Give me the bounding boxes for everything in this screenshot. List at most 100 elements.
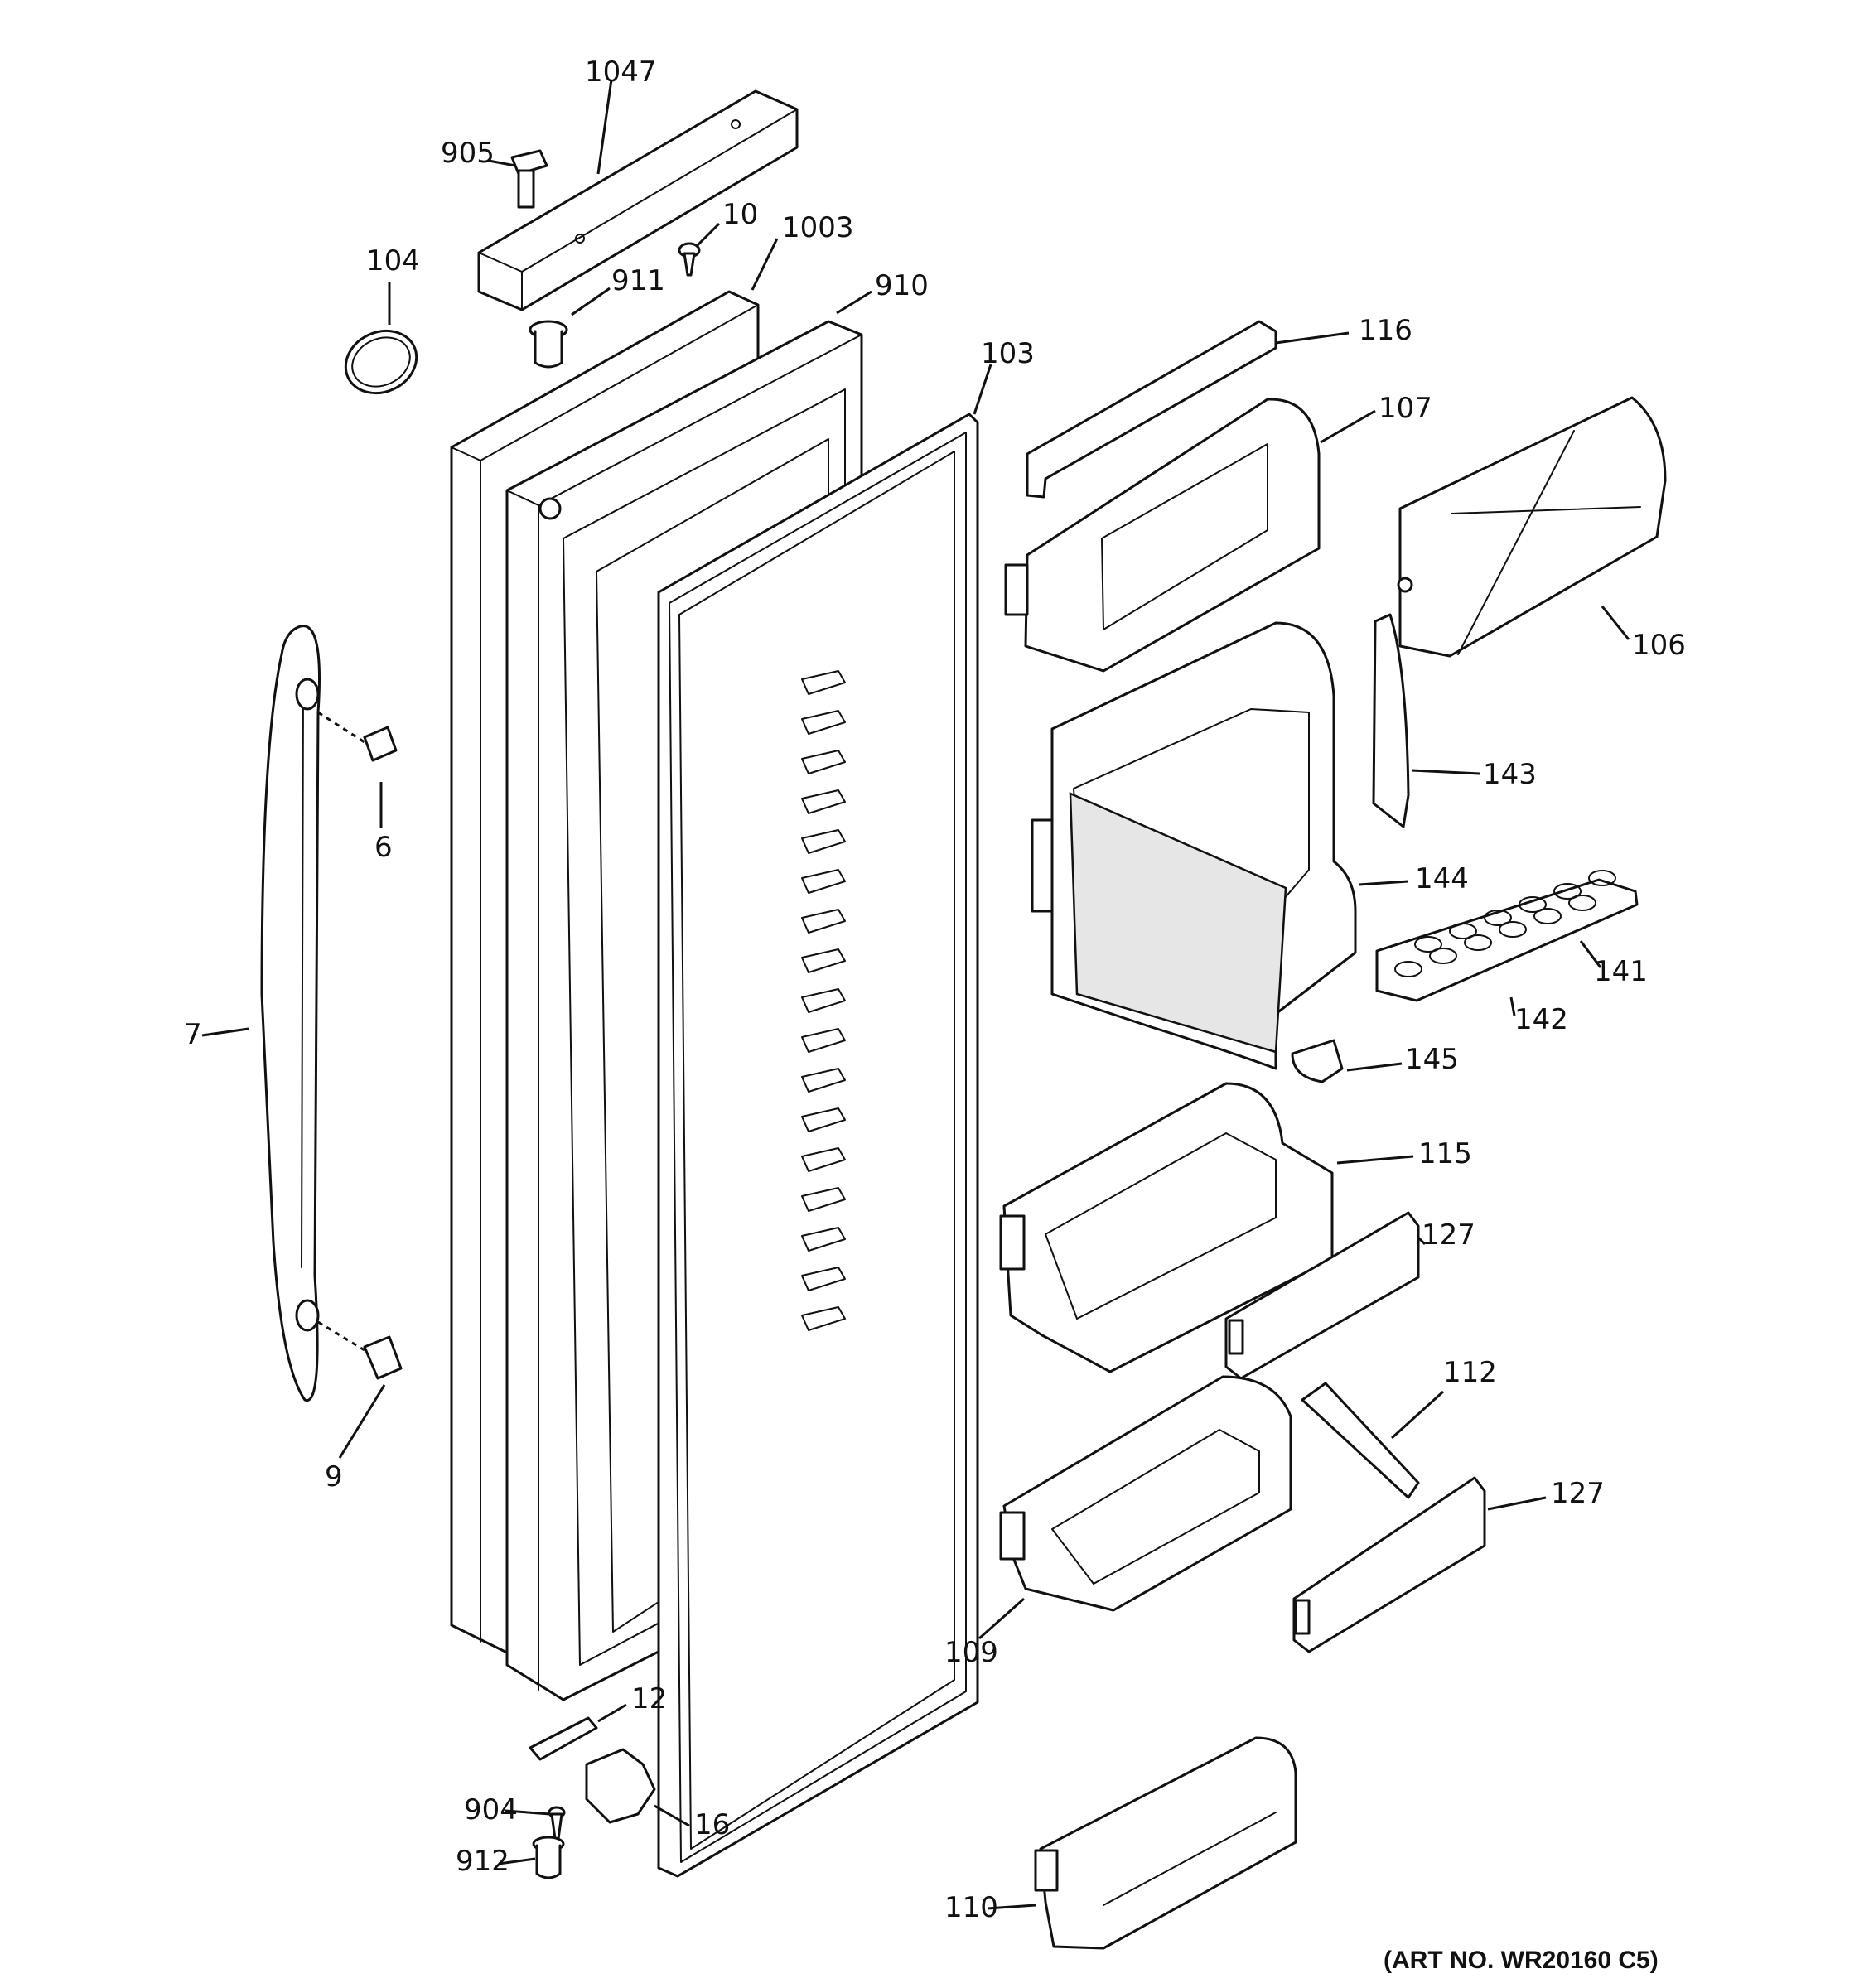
egg-cup: [1533, 908, 1562, 924]
door-bin-upper: [1004, 398, 1321, 673]
shelf-support: [801, 1267, 846, 1291]
egg-cup: [1394, 961, 1422, 977]
callout-127b: 127: [1551, 1477, 1605, 1510]
shelf-support: [801, 909, 846, 934]
door-handle: [260, 625, 321, 1402]
leader-line-142: [1509, 996, 1516, 1016]
liner-shelf-supports: [801, 670, 846, 1331]
bin-front-trim-lower: [1292, 1476, 1486, 1653]
shelf-support: [801, 670, 846, 695]
callout-103: 103: [981, 337, 1035, 370]
shelf-support: [801, 1107, 846, 1132]
callout-6: 6: [374, 831, 393, 864]
callout-145: 145: [1405, 1043, 1459, 1076]
egg-rack: [1375, 870, 1639, 1002]
callout-143: 143: [1483, 758, 1537, 791]
egg-cup: [1499, 921, 1527, 938]
hinge-bolt: [510, 149, 548, 209]
bin-rail: [1026, 320, 1277, 499]
callout-12: 12: [631, 1682, 667, 1715]
leader-line-904: [505, 1809, 551, 1816]
shelf-support: [801, 1028, 846, 1053]
hinge-screw: [548, 1806, 566, 1841]
leader-line-116: [1275, 331, 1350, 345]
callout-141: 141: [1594, 955, 1648, 988]
egg-cup: [1429, 948, 1457, 964]
callout-9: 9: [325, 1460, 343, 1493]
shelf-support: [801, 1306, 846, 1331]
egg-cup: [1568, 895, 1596, 911]
callout-127a: 127: [1422, 1218, 1475, 1252]
door-screw: [678, 242, 701, 277]
shelf-support: [801, 1147, 846, 1172]
shelf-support: [801, 1068, 846, 1093]
egg-cup: [1484, 910, 1512, 926]
callout-107: 107: [1379, 392, 1432, 425]
hinge-cap: [344, 329, 418, 395]
dispenser-housing: [1031, 621, 1357, 1070]
leader-line-10: [694, 222, 721, 248]
callout-1047: 1047: [585, 55, 657, 89]
callout-116: 116: [1359, 314, 1412, 347]
leader-line-7: [201, 1027, 249, 1037]
shelf-support: [801, 789, 846, 814]
leader-line-910: [836, 290, 872, 315]
door-bin-lower: [999, 1375, 1292, 1612]
callout-904: 904: [464, 1793, 518, 1826]
bottom-hinge-bushing: [532, 1836, 565, 1879]
egg-cup: [1588, 870, 1616, 886]
bottom-hinge-plate: [529, 1716, 598, 1761]
bottom-hinge: [585, 1748, 656, 1824]
leader-line-905: [488, 159, 516, 167]
callout-16: 16: [694, 1808, 730, 1841]
egg-cup: [1449, 923, 1477, 939]
storage-bag: [1397, 396, 1667, 658]
callout-7: 7: [184, 1018, 202, 1051]
leader-line-127b: [1487, 1496, 1547, 1511]
shelf-support: [801, 829, 846, 854]
leader-line-9: [338, 1384, 386, 1459]
callout-910: 910: [875, 269, 929, 302]
shelf-support: [801, 1187, 846, 1212]
callout-905: 905: [441, 137, 495, 170]
callout-144: 144: [1415, 862, 1469, 895]
callout-109: 109: [944, 1636, 998, 1669]
callout-112: 112: [1443, 1356, 1497, 1389]
handle-setscrew-top: [317, 711, 398, 762]
egg-cup: [1414, 936, 1442, 953]
leader-line-141: [1579, 940, 1602, 968]
egg-cup: [1519, 896, 1547, 913]
leader-line-144: [1358, 880, 1409, 886]
art-number: (ART NO. WR20160 C5): [1384, 1947, 1659, 1974]
callout-911: 911: [611, 264, 665, 297]
egg-cup: [1464, 934, 1492, 951]
door-bin-bottom: [1034, 1736, 1297, 1950]
callout-912: 912: [456, 1845, 509, 1878]
leader-line-143: [1411, 769, 1480, 775]
shelf-support: [801, 750, 846, 774]
dispenser-nozzle: [1291, 1039, 1344, 1083]
leader-line-107: [1320, 409, 1376, 444]
bin-divider: [1301, 1382, 1420, 1499]
leader-line-1047: [596, 79, 613, 175]
hinge-bushing: [529, 320, 568, 369]
leader-line-127a: [1417, 1236, 1427, 1246]
shelf-support: [801, 869, 846, 894]
egg-rack-cups: [1394, 870, 1616, 977]
callout-104: 104: [366, 244, 420, 277]
leader-line-115: [1336, 1155, 1414, 1165]
leader-line-103: [973, 364, 992, 415]
leader-line-12: [597, 1703, 627, 1723]
leader-line-106: [1601, 606, 1630, 640]
leader-line-109: [978, 1597, 1025, 1640]
top-hinge-bracket: [477, 89, 799, 311]
callout-115: 115: [1418, 1137, 1472, 1170]
egg-cup: [1553, 883, 1582, 900]
dispenser-trim: [1372, 613, 1410, 828]
leader-line-911: [571, 287, 611, 316]
shelf-support: [801, 948, 846, 973]
leader-line-16: [654, 1804, 690, 1827]
door-gasket: [657, 413, 979, 1878]
shelf-support: [801, 988, 846, 1013]
